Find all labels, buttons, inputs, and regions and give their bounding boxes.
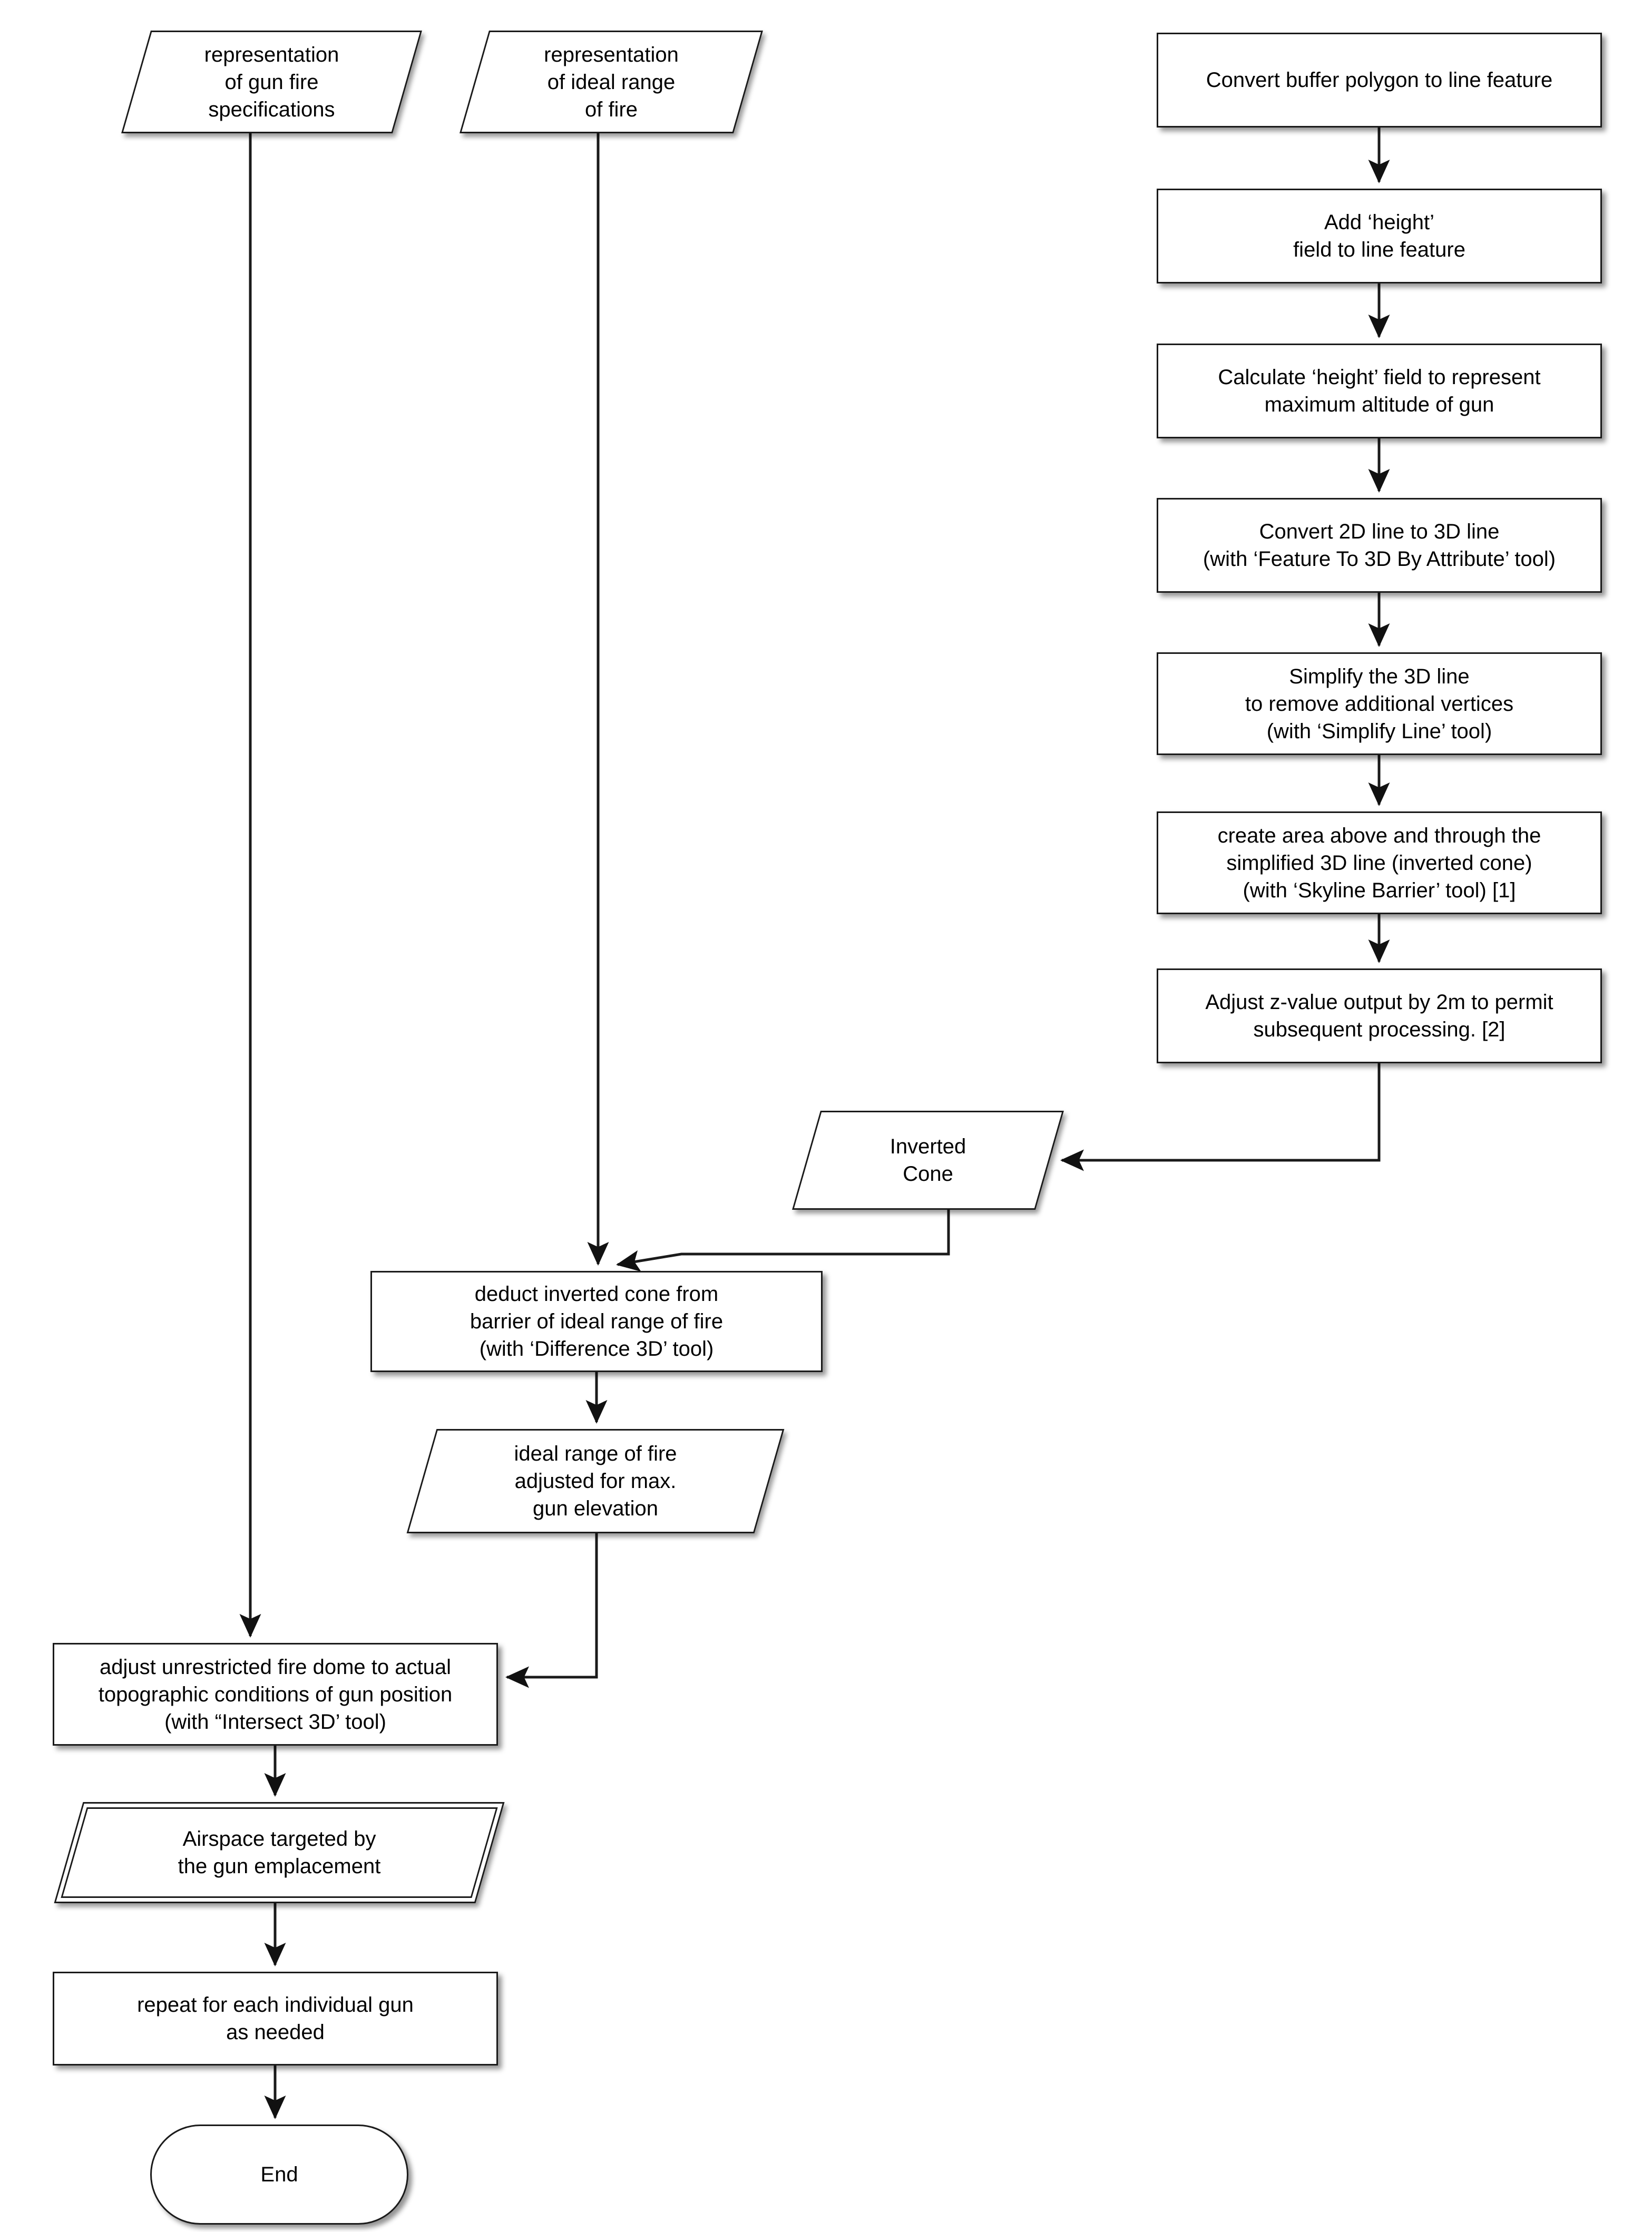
- node-label-add-height-field: Add ‘height’ field to line feature: [1293, 211, 1465, 261]
- node-simplify-3d-line[interactable]: Simplify the 3D line to remove additiona…: [1157, 652, 1602, 755]
- node-ideal-range-of-fire[interactable]: representation of ideal range of fire: [460, 31, 763, 133]
- node-label-simplify-3d-line: Simplify the 3D line to remove additiona…: [1245, 664, 1514, 743]
- node-repeat-for-each-gun[interactable]: repeat for each individual gun as needed: [53, 1972, 498, 2065]
- connector-invertedcone-to-deduct: [616, 1210, 950, 1272]
- node-calculate-height-field[interactable]: Calculate ‘height’ field to represent ma…: [1157, 344, 1602, 438]
- node-label-end: End: [260, 2163, 298, 2186]
- node-deduct-inverted-cone[interactable]: deduct inverted cone from barrier of ide…: [370, 1271, 823, 1372]
- node-end[interactable]: End: [150, 2125, 408, 2225]
- node-label-create-area-inverted-cone: create area above and through the simpli…: [1217, 824, 1541, 902]
- node-label-convert-buffer-polygon: Convert buffer polygon to line feature: [1206, 68, 1553, 92]
- node-create-area-inverted-cone[interactable]: create area above and through the simpli…: [1157, 811, 1602, 914]
- node-label-ideal-range-adjusted: ideal range of fire adjusted for max. gu…: [514, 1442, 677, 1520]
- node-convert-2d-to-3d-line[interactable]: Convert 2D line to 3D line (with ‘Featur…: [1157, 498, 1602, 593]
- node-label-deduct-inverted-cone: deduct inverted cone from barrier of ide…: [470, 1283, 724, 1360]
- node-gun-fire-specs[interactable]: representation of gun fire specification…: [121, 31, 422, 133]
- node-label-gun-fire-specs: representation of gun fire specification…: [204, 43, 339, 121]
- node-airspace-targeted[interactable]: Airspace targeted by the gun emplacement: [54, 1802, 505, 1903]
- connector-adjustz-to-invertedcone: [1060, 1063, 1381, 1171]
- node-label-airspace-targeted: Airspace targeted by the gun emplacement: [178, 1827, 381, 1878]
- node-label-adjust-fire-dome: adjust unrestricted fire dome to actual …: [98, 1655, 453, 1734]
- node-label-calculate-height-field: Calculate ‘height’ field to represent ma…: [1218, 366, 1541, 416]
- node-label-adjust-z-value: Adjust z-value output by 2m to permit su…: [1205, 991, 1553, 1041]
- node-ideal-range-adjusted[interactable]: ideal range of fire adjusted for max. gu…: [406, 1429, 785, 1533]
- node-adjust-fire-dome[interactable]: adjust unrestricted fire dome to actual …: [53, 1643, 498, 1746]
- node-adjust-z-value[interactable]: Adjust z-value output by 2m to permit su…: [1157, 968, 1602, 1063]
- node-label-ideal-range-of-fire: representation of ideal range of fire: [544, 43, 679, 121]
- node-convert-buffer-polygon[interactable]: Convert buffer polygon to line feature: [1157, 33, 1602, 128]
- node-add-height-field[interactable]: Add ‘height’ field to line feature: [1157, 189, 1602, 283]
- node-label-inverted-cone: Inverted Cone: [889, 1135, 966, 1186]
- node-inverted-cone[interactable]: Inverted Cone: [792, 1111, 1064, 1210]
- node-label-convert-2d-to-3d-line: Convert 2D line to 3D line (with ‘Featur…: [1203, 520, 1556, 571]
- node-label-repeat-for-each-gun: repeat for each individual gun as needed: [137, 1993, 414, 2044]
- connector-idealadjusted-to-firedome: [505, 1533, 598, 1688]
